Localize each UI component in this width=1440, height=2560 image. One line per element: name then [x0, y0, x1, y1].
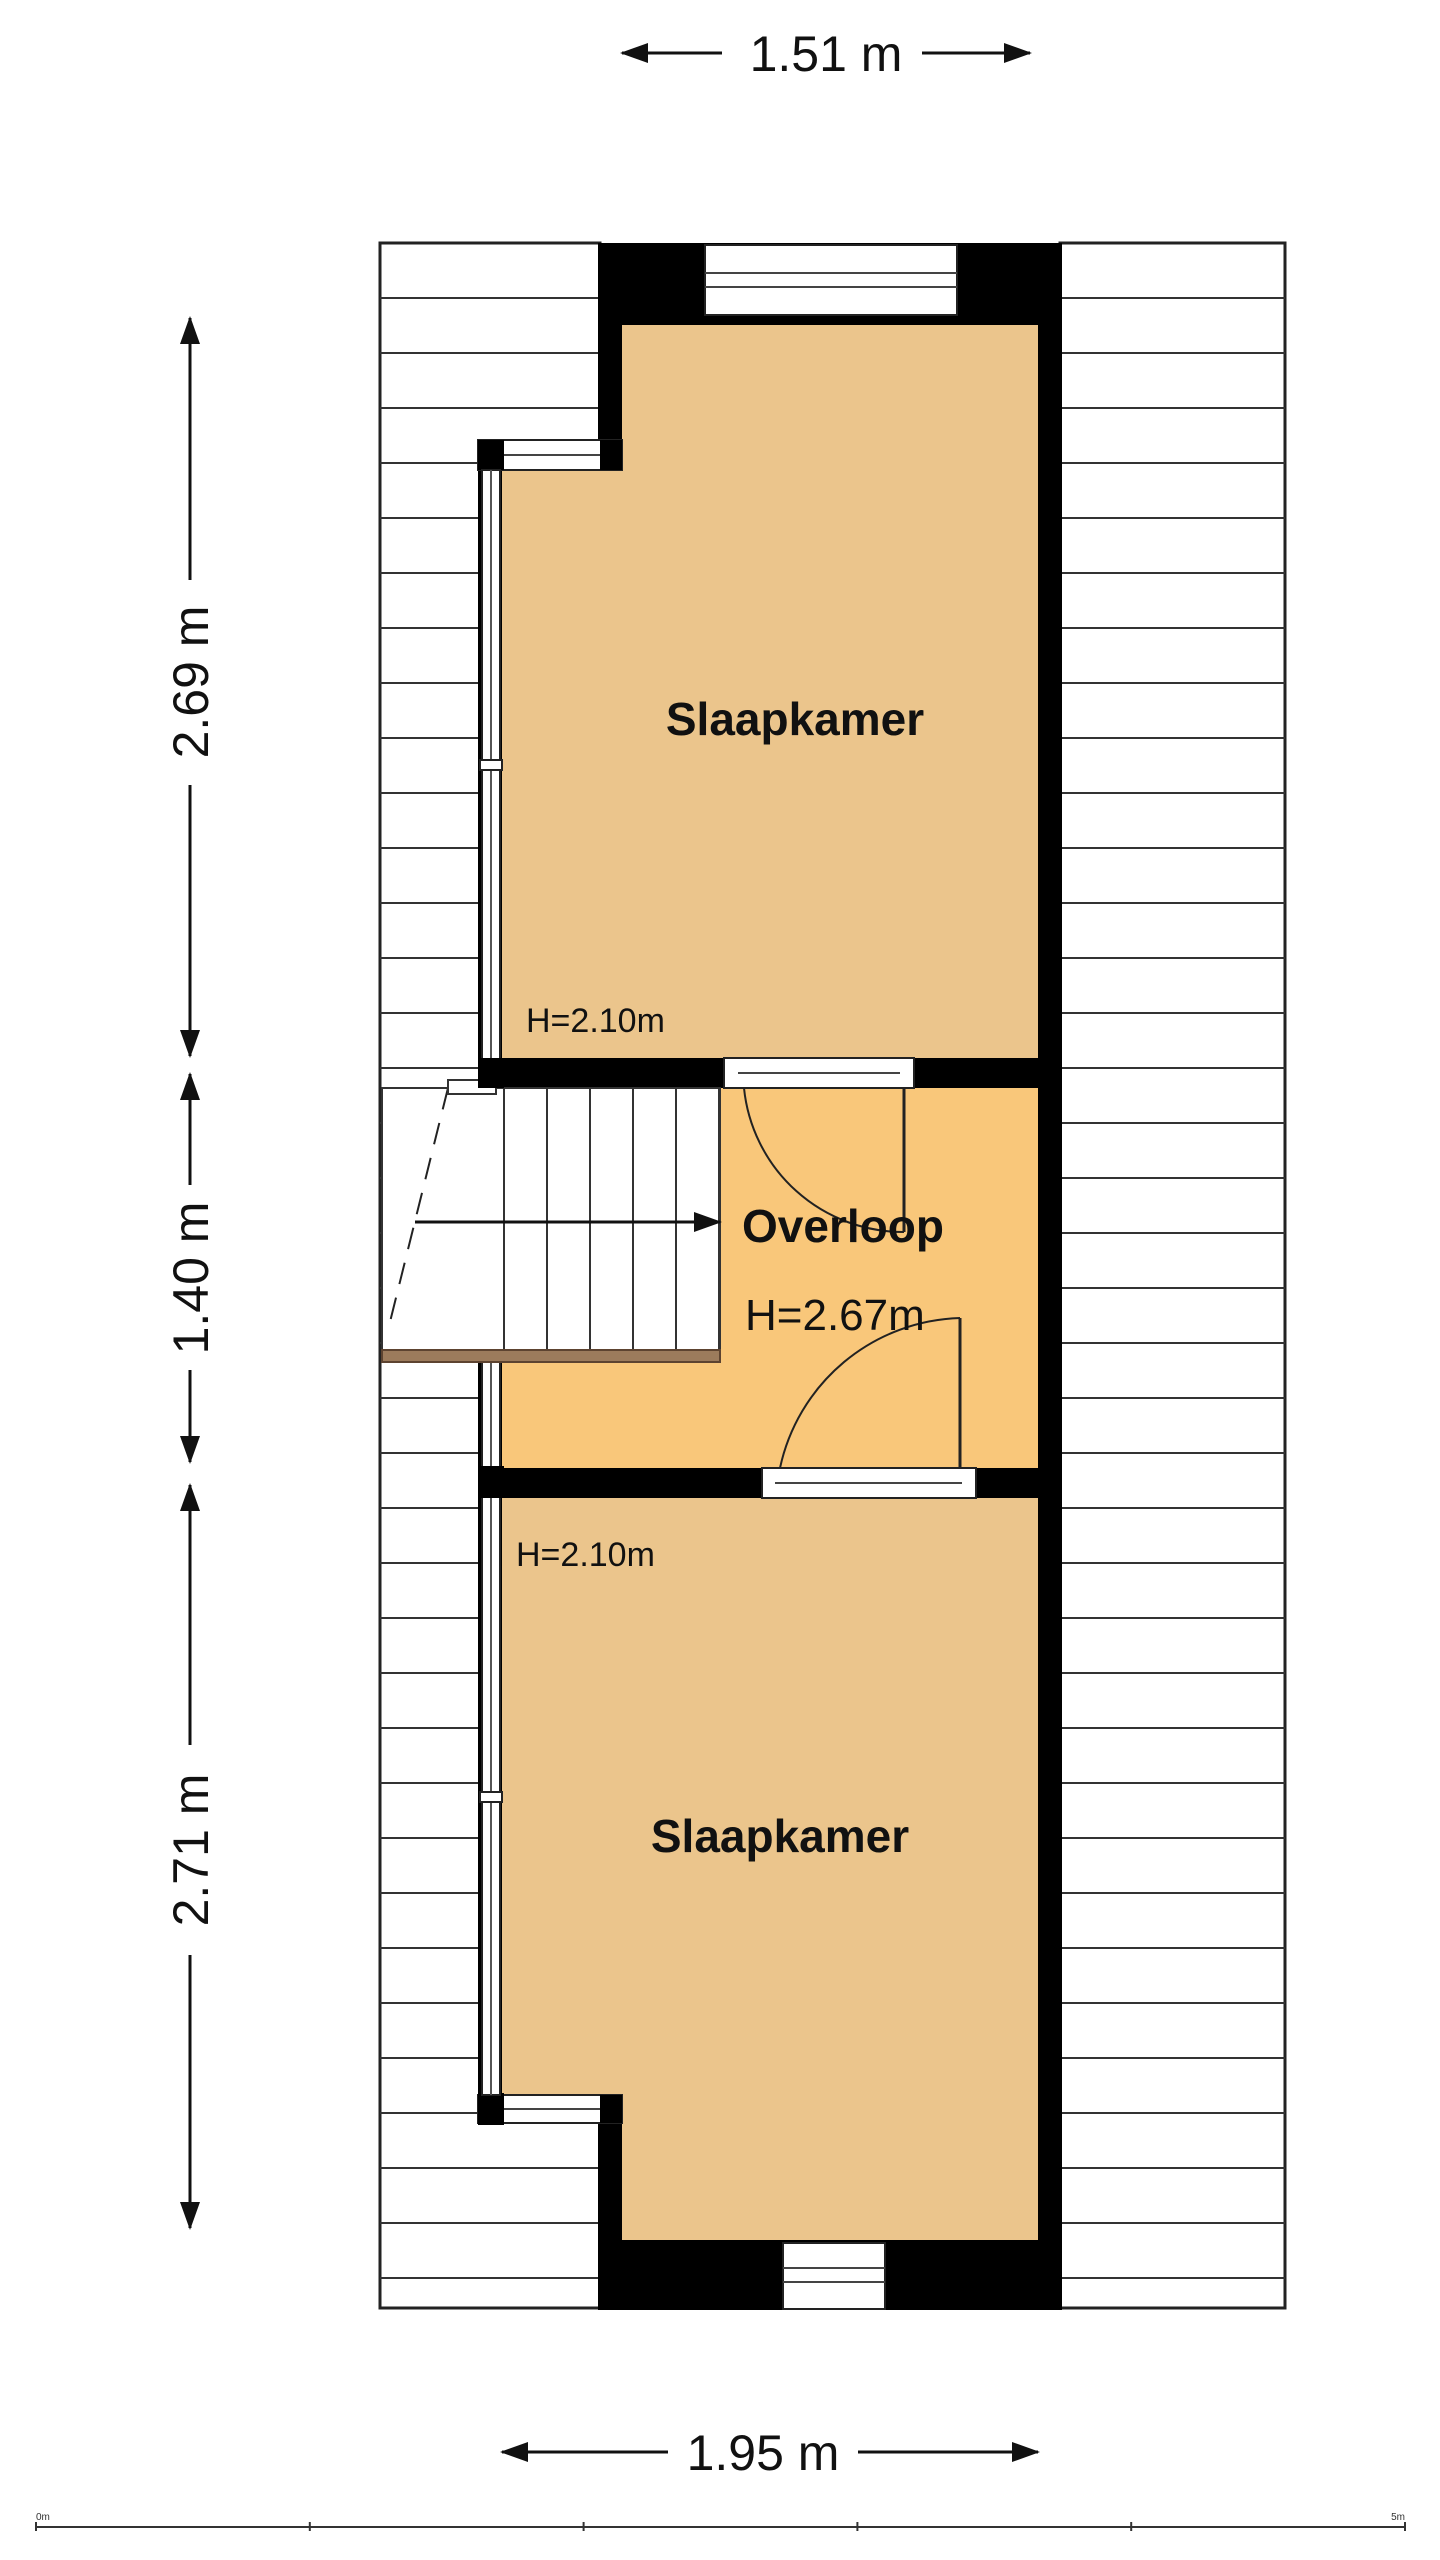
upper-bedroom-floor: [502, 325, 1038, 1058]
lower-room-name: Slaapkamer: [651, 1810, 909, 1862]
lower-room-height: H=2.10m: [516, 1536, 655, 1574]
lower-depth-label: 2.71 m: [163, 1774, 219, 1927]
upper-depth-dimension: 2.69 m: [163, 316, 219, 1058]
bottom-window: [782, 2242, 886, 2310]
landing-depth-label: 1.40 m: [163, 1202, 219, 1355]
roof-right: [1058, 241, 1287, 2310]
top-dimension-label: 1.51 m: [750, 26, 903, 82]
upper-room-height: H=2.10m: [526, 1002, 665, 1040]
top-dimension: 1.51 m: [620, 26, 1032, 82]
staircase: [381, 1079, 722, 1363]
lower-bedroom-floor: [502, 1498, 1038, 2240]
landing-height: H=2.67m: [745, 1291, 925, 1340]
bottom-dimension: 1.95 m: [500, 2425, 1040, 2481]
upper-door: [723, 1057, 915, 1234]
upper-room-name: Slaapkamer: [666, 693, 924, 745]
landing-name: Overloop: [742, 1200, 944, 1252]
lower-depth-dimension: 2.71 m: [163, 1483, 219, 2230]
upper-depth-label: 2.69 m: [163, 606, 219, 759]
landing-depth-dimension: 1.40 m: [163, 1072, 219, 1464]
top-window: [704, 244, 958, 316]
scale-bar: 0m 5m: [35, 2512, 1406, 2531]
lower-door: [761, 1317, 977, 1499]
scale-start-label: 0m: [36, 2512, 50, 2523]
scale-end-label: 5m: [1391, 2512, 1405, 2523]
bottom-dimension-label: 1.95 m: [687, 2425, 840, 2481]
